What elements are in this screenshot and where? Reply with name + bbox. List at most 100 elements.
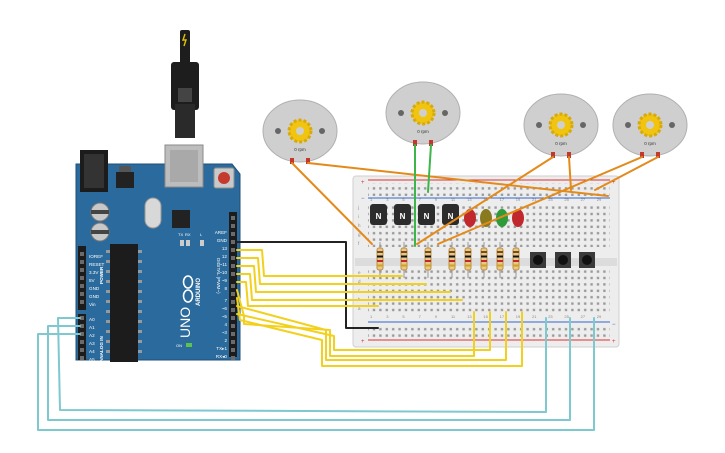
- resistor[interactable]: [496, 242, 504, 278]
- header-pin[interactable]: [231, 272, 235, 276]
- dc-motor[interactable]: 0 rpm: [523, 93, 599, 157]
- header-pin[interactable]: [231, 300, 235, 304]
- teal-wire[interactable]: [37, 317, 595, 431]
- teal-wire[interactable]: [57, 317, 547, 413]
- row-letter: e: [358, 270, 361, 275]
- resistor[interactable]: [376, 242, 384, 278]
- push-button[interactable]: [555, 252, 571, 268]
- resistor[interactable]: [464, 242, 472, 278]
- analog-header[interactable]: [78, 314, 86, 360]
- column-number: 27: [581, 197, 586, 202]
- header-pin[interactable]: [80, 292, 84, 296]
- npn-transistor[interactable]: N: [394, 204, 411, 225]
- led-red[interactable]: [512, 209, 524, 227]
- dc-motor[interactable]: 0 rpm: [385, 81, 461, 145]
- transistor-label: N: [448, 212, 454, 221]
- dc-motor[interactable]: 0 rpm: [612, 93, 688, 157]
- push-button[interactable]: [579, 252, 595, 268]
- power-label: POWER: [99, 266, 104, 284]
- analog-pin-label: A4: [89, 349, 95, 354]
- orange-wire[interactable]: [437, 156, 643, 245]
- header-pin[interactable]: [231, 348, 235, 352]
- header-pin[interactable]: [80, 276, 84, 280]
- header-pin[interactable]: [231, 316, 235, 320]
- column-number: 21: [532, 314, 537, 319]
- yellow-wire[interactable]: [236, 281, 379, 307]
- teal-wire[interactable]: [47, 317, 571, 421]
- header-pin[interactable]: [231, 284, 235, 288]
- resistor[interactable]: [424, 242, 432, 278]
- header-pin[interactable]: [231, 324, 235, 328]
- wires: [37, 144, 659, 431]
- header-pin[interactable]: [80, 300, 84, 304]
- digital-pwm-label: DIGITAL (PWM~): [216, 258, 221, 294]
- tx-led: [180, 240, 184, 246]
- top-power-rail: [368, 183, 610, 196]
- analog-pin-label: A3: [89, 341, 95, 346]
- led-green[interactable]: [496, 209, 508, 227]
- header-pin[interactable]: [80, 348, 84, 352]
- arduino-uno-board[interactable]: TX RX L ON ARDUINO UNO AREF GND 13 12 ~1…: [75, 144, 241, 362]
- dc-motor[interactable]: 0 rpm: [262, 99, 338, 163]
- npn-transistor[interactable]: N: [418, 204, 435, 225]
- header-pin[interactable]: [231, 264, 235, 268]
- row-letter: i: [358, 214, 359, 219]
- yellow-wire[interactable]: [236, 273, 463, 301]
- orange-wire[interactable]: [291, 162, 373, 245]
- usb-cable[interactable]: [171, 30, 199, 138]
- yellow-wire[interactable]: [236, 249, 403, 277]
- analog-pin-label: A2: [89, 333, 95, 338]
- resistor[interactable]: [400, 242, 408, 278]
- yellow-wire[interactable]: [236, 311, 491, 351]
- header-pin[interactable]: [80, 260, 84, 264]
- analog-pin-label: A1: [89, 325, 95, 330]
- yellow-wire[interactable]: [236, 297, 523, 367]
- header-pin[interactable]: [80, 332, 84, 336]
- header-pin[interactable]: [231, 232, 235, 236]
- orange-wire[interactable]: [416, 156, 554, 245]
- green-wire[interactable]: [427, 144, 432, 193]
- orange-wire[interactable]: [594, 156, 659, 191]
- header-pin[interactable]: [231, 340, 235, 344]
- header-pin[interactable]: [231, 332, 235, 336]
- pin-label: ~3: [222, 330, 228, 335]
- header-pin[interactable]: [80, 268, 84, 272]
- header-pin[interactable]: [231, 356, 235, 360]
- row-letter: g: [358, 232, 361, 237]
- header-pin[interactable]: [231, 240, 235, 244]
- header-pin[interactable]: [80, 316, 84, 320]
- power-pin-label: 3.3V: [89, 270, 99, 275]
- header-pin[interactable]: [231, 216, 235, 220]
- column-number: 9: [435, 314, 438, 319]
- column-number: 15: [483, 314, 488, 319]
- header-pin[interactable]: [80, 324, 84, 328]
- column-number: 3: [386, 197, 389, 202]
- header-pin[interactable]: [231, 292, 235, 296]
- orange-wire[interactable]: [307, 162, 609, 197]
- column-number: 11: [451, 314, 456, 319]
- led-red[interactable]: [464, 209, 476, 227]
- header-pin[interactable]: [80, 252, 84, 256]
- yellow-wire[interactable]: [236, 305, 507, 361]
- column-number: 1: [370, 314, 373, 319]
- resistor[interactable]: [448, 242, 456, 278]
- header-pin[interactable]: [231, 256, 235, 260]
- led-label: TX: [178, 232, 183, 237]
- push-button[interactable]: [530, 252, 546, 268]
- header-pin[interactable]: [231, 308, 235, 312]
- column-number: 5: [402, 197, 405, 202]
- header-pin[interactable]: [231, 224, 235, 228]
- header-pin[interactable]: [231, 248, 235, 252]
- yellow-wire[interactable]: [236, 265, 451, 293]
- column-number: 5: [402, 314, 405, 319]
- resistor[interactable]: [480, 242, 488, 278]
- resistor[interactable]: [512, 242, 520, 278]
- header-pin[interactable]: [80, 284, 84, 288]
- pin-label: 13: [222, 246, 228, 251]
- header-pin[interactable]: [80, 340, 84, 344]
- orange-wire[interactable]: [568, 156, 572, 191]
- header-pin[interactable]: [80, 356, 84, 360]
- rx-led: [186, 240, 190, 246]
- npn-transistor[interactable]: N: [370, 204, 387, 225]
- yellow-wire[interactable]: [236, 257, 427, 285]
